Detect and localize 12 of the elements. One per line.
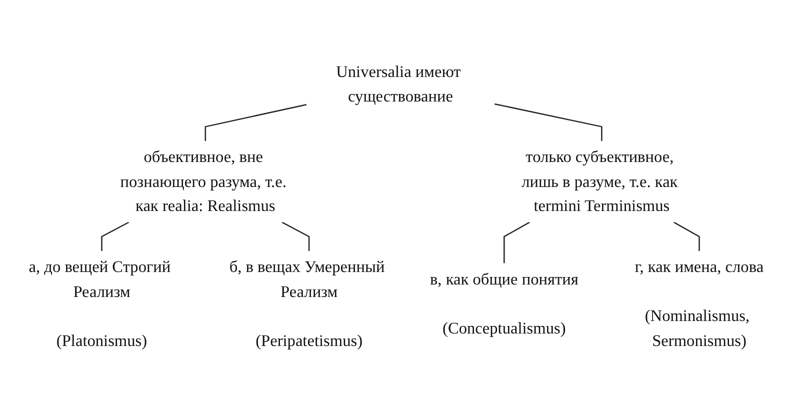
node-text: только субъективное, лишь в разуме, т.е. как termini Terminismus: [522, 148, 678, 216]
node-text: б, в вещах Умеренный Реализм (Peripatetismus): [229, 258, 385, 350]
node-text: а, до вещей Строгий Реализм (Platonismus): [28, 258, 171, 350]
node-text: г, как имена, слова (Nominalismus, Sermonismus): [634, 258, 764, 350]
node-text: в, как общие понятия (Conceptualismus): [430, 270, 578, 338]
connector: [673, 222, 700, 252]
node-text: Universalia имеют существование: [336, 62, 461, 106]
connector: [101, 222, 130, 252]
node-text: объективное, вне познающего разума, т.е. как realia: Realismus: [120, 148, 286, 216]
connector: [282, 222, 310, 252]
connector: [494, 104, 602, 142]
connector: [204, 104, 307, 142]
